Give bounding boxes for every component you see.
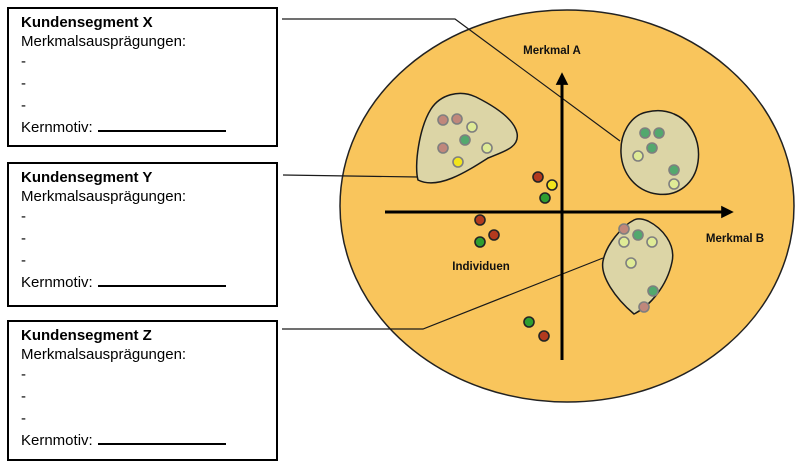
core-motive-blank-line — [97, 272, 226, 287]
attribute-bullet: - — [21, 388, 26, 405]
cluster-segment-x-dot — [646, 142, 658, 154]
connector-segment-z — [282, 257, 604, 330]
cluster-blob-segment-x — [620, 109, 700, 196]
cluster-segment-x-dot — [639, 127, 651, 139]
cluster-segment-y-dot — [459, 134, 471, 146]
cluster-segment-y-dot — [451, 113, 463, 125]
segment-box-x: Kundensegment X Merkmalsausprägungen: - … — [7, 7, 278, 147]
attribute-bullet: - — [21, 366, 26, 383]
segment-title: Kundensegment X — [21, 14, 153, 31]
core-motive-label: Kernmotiv: — [21, 432, 93, 449]
core-motive-row: Kernmotiv: — [21, 272, 266, 293]
cluster-segment-z-dot — [625, 257, 637, 269]
attributes-label: Merkmalsausprägungen: — [21, 33, 187, 50]
market-ellipse — [339, 9, 795, 403]
cluster-segment-y-dot — [452, 156, 464, 168]
cluster-segment-x-dot — [668, 164, 680, 176]
individual-dot — [474, 236, 486, 248]
individual-dot — [546, 179, 558, 191]
cluster-segment-y-dot — [437, 114, 449, 126]
core-motive-row: Kernmotiv: — [21, 117, 266, 138]
individual-dot — [488, 229, 500, 241]
connector-segment-y — [282, 174, 419, 178]
core-motive-blank-line — [97, 117, 226, 132]
core-motive-label: Kernmotiv: — [21, 119, 93, 136]
individual-dot — [538, 330, 550, 342]
attributes-label: Merkmalsausprägungen: — [21, 346, 187, 363]
cluster-segment-x-dot — [653, 127, 665, 139]
dots-layer — [437, 113, 680, 342]
cluster-segment-z-dot — [618, 236, 630, 248]
segment-title: Kundensegment Y — [21, 169, 153, 186]
individual-dot — [523, 316, 535, 328]
cluster-segment-y-dot — [466, 121, 478, 133]
core-motive-label: Kernmotiv: — [21, 274, 93, 291]
segment-box-z: Kundensegment Z Merkmalsausprägungen: - … — [7, 320, 278, 461]
cluster-segment-z-dot — [632, 229, 644, 241]
individual-dot — [539, 192, 551, 204]
core-motive-blank-line — [97, 430, 226, 445]
attribute-bullet: - — [21, 53, 26, 70]
segment-box-y: Kundensegment Y Merkmalsausprägungen: - … — [7, 162, 278, 307]
attribute-bullet: - — [21, 97, 26, 114]
cluster-segment-z-dot — [638, 301, 650, 313]
attribute-bullet: - — [21, 410, 26, 427]
horizontal-axis-label: Merkmal B — [706, 233, 764, 245]
individual-dot — [474, 214, 486, 226]
attribute-bullet: - — [21, 208, 26, 225]
individuals-label: Individuen — [452, 261, 510, 273]
attributes-label: Merkmalsausprägungen: — [21, 188, 187, 205]
attribute-bullet: - — [21, 252, 26, 269]
individual-dot — [532, 171, 544, 183]
cluster-segment-z-dot — [646, 236, 658, 248]
cluster-segment-z-dot — [618, 223, 630, 235]
cluster-segment-x-dot — [632, 150, 644, 162]
cluster-segment-y-dot — [437, 142, 449, 154]
connector-segment-x — [282, 18, 621, 142]
core-motive-row: Kernmotiv: — [21, 430, 266, 451]
attribute-bullet: - — [21, 75, 26, 92]
attribute-bullet: - — [21, 230, 26, 247]
cluster-segment-z-dot — [647, 285, 659, 297]
cluster-segment-x-dot — [668, 178, 680, 190]
segment-title: Kundensegment Z — [21, 327, 152, 344]
cluster-segment-y-dot — [481, 142, 493, 154]
vertical-axis-label: Merkmal A — [523, 45, 581, 57]
